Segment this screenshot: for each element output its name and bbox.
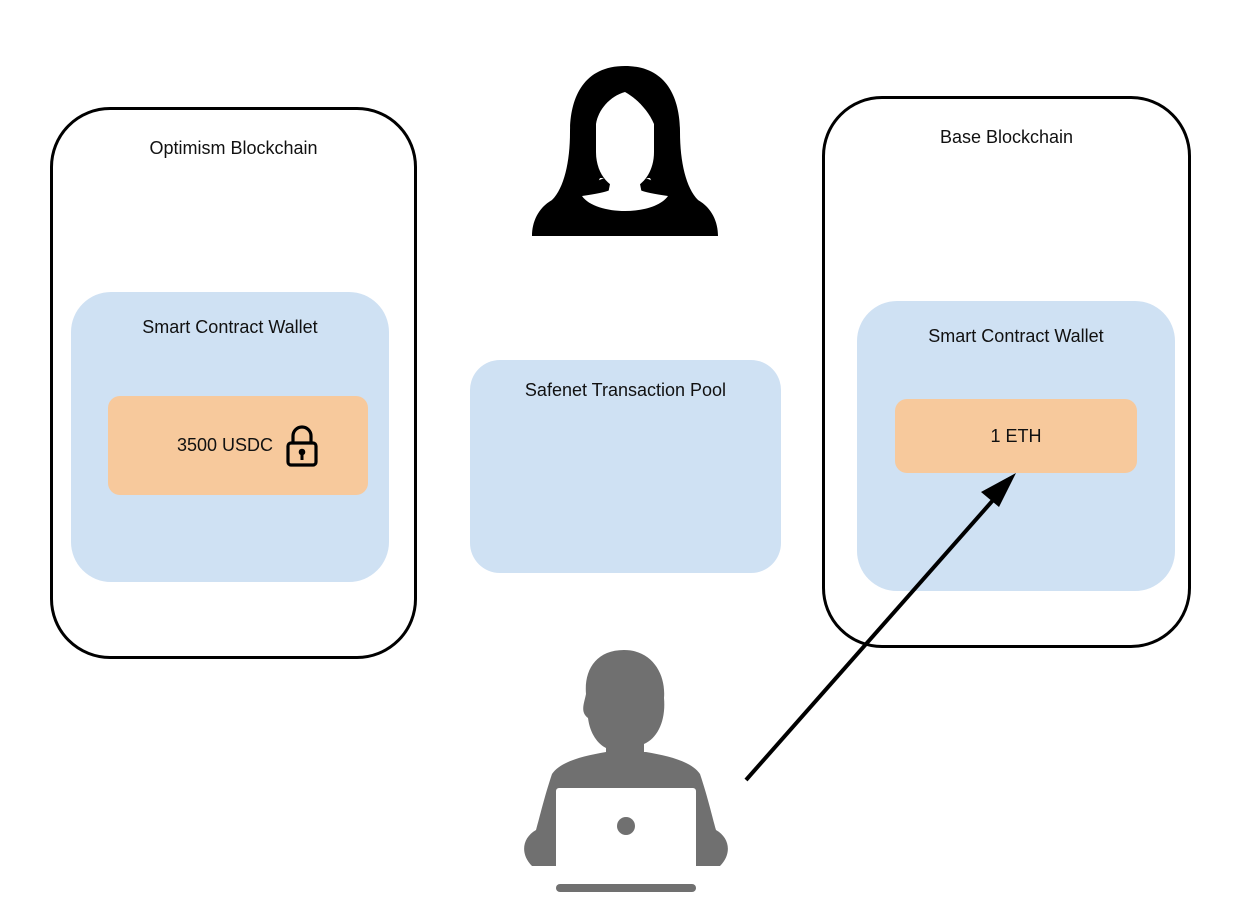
base-smart-contract-wallet: Smart Contract Wallet 1 ETH (857, 301, 1175, 591)
base-blockchain-box: Base Blockchain Smart Contract Wallet 1 … (822, 96, 1191, 648)
safenet-transaction-pool: Safenet Transaction Pool (470, 360, 781, 573)
optimism-smart-contract-wallet: Smart Contract Wallet 3500 USDC (71, 292, 389, 582)
optimism-blockchain-box: Optimism Blockchain Smart Contract Walle… (50, 107, 417, 659)
lock-icon (286, 424, 318, 467)
base-wallet-title: Smart Contract Wallet (928, 326, 1104, 346)
base-blockchain-title: Base Blockchain (939, 127, 1074, 147)
person-at-laptop-icon (524, 650, 728, 892)
optimism-wallet-title: Smart Contract Wallet (142, 317, 318, 337)
eth-asset-label: 1 ETH (990, 425, 1042, 446)
safenet-pool-title: Safenet Transaction Pool (524, 380, 727, 400)
usdc-asset-label: 3500 USDC (176, 435, 274, 455)
usdc-asset-box: 3500 USDC (108, 396, 368, 495)
eth-asset-box: 1 ETH (895, 399, 1137, 473)
optimism-blockchain-title: Optimism Blockchain (149, 138, 318, 158)
woman-user-icon (532, 66, 718, 236)
